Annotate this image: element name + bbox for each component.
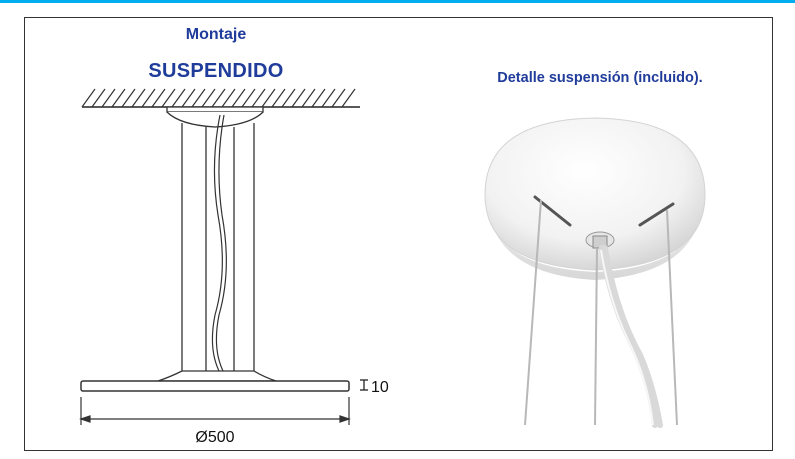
steel-wires	[524, 199, 678, 426]
canopy-dome	[484, 117, 706, 271]
accent-top-bar	[0, 0, 795, 3]
mounting-heading: Montaje	[185, 26, 247, 43]
mounting-type-heading: SUSPENDIDO	[148, 60, 284, 82]
content-frame	[24, 17, 773, 451]
ceiling-canopy	[166, 106, 264, 128]
diameter-dimension-line	[79, 397, 351, 425]
power-cables	[599, 245, 663, 428]
cable-gland	[585, 231, 615, 249]
thickness-dimension-marker	[360, 379, 368, 391]
lamp-disc	[80, 380, 350, 392]
suspension-detail-heading: Detalle suspensión (incluido).	[497, 70, 703, 86]
suspended-luminaire-drawing: 10 Ø500	[79, 88, 389, 446]
lamp-base-flare	[157, 370, 277, 382]
power-cable	[211, 114, 227, 374]
suspension-tube	[181, 123, 255, 371]
diameter-dimension-label: Ø500	[195, 429, 234, 446]
ceiling-hatch	[81, 88, 360, 108]
thickness-dimension-label: 10	[371, 379, 389, 396]
suspension-detail-photo	[484, 117, 706, 428]
